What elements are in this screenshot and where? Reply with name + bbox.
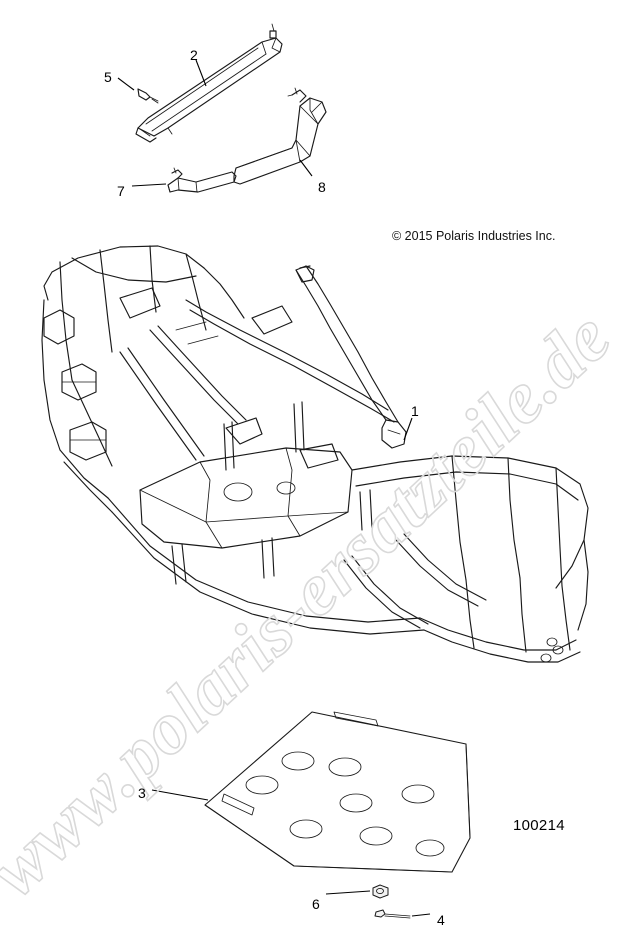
leader-lines <box>117 59 431 917</box>
callout-8: 8 <box>318 179 326 195</box>
part-1-main-frame <box>41 245 589 663</box>
part-2-upper-brace <box>135 23 283 143</box>
callout-7: 7 <box>117 183 125 199</box>
part-4-screw <box>374 909 411 919</box>
copyright-notice: © 2015 Polaris Industries Inc. <box>392 229 556 243</box>
callout-2: 2 <box>190 47 198 63</box>
callout-4: 4 <box>437 912 445 928</box>
part-7-bracket <box>167 167 237 193</box>
part-5-bolt <box>137 88 159 104</box>
diagram-part-number: 100214 <box>513 817 565 834</box>
callout-5: 5 <box>104 69 112 85</box>
callout-3: 3 <box>138 785 146 801</box>
callout-1: 1 <box>411 403 419 419</box>
part-3-skid-plate <box>204 711 471 873</box>
part-6-nut <box>372 884 389 899</box>
part-8-brace <box>233 87 327 185</box>
callout-6: 6 <box>312 896 320 912</box>
